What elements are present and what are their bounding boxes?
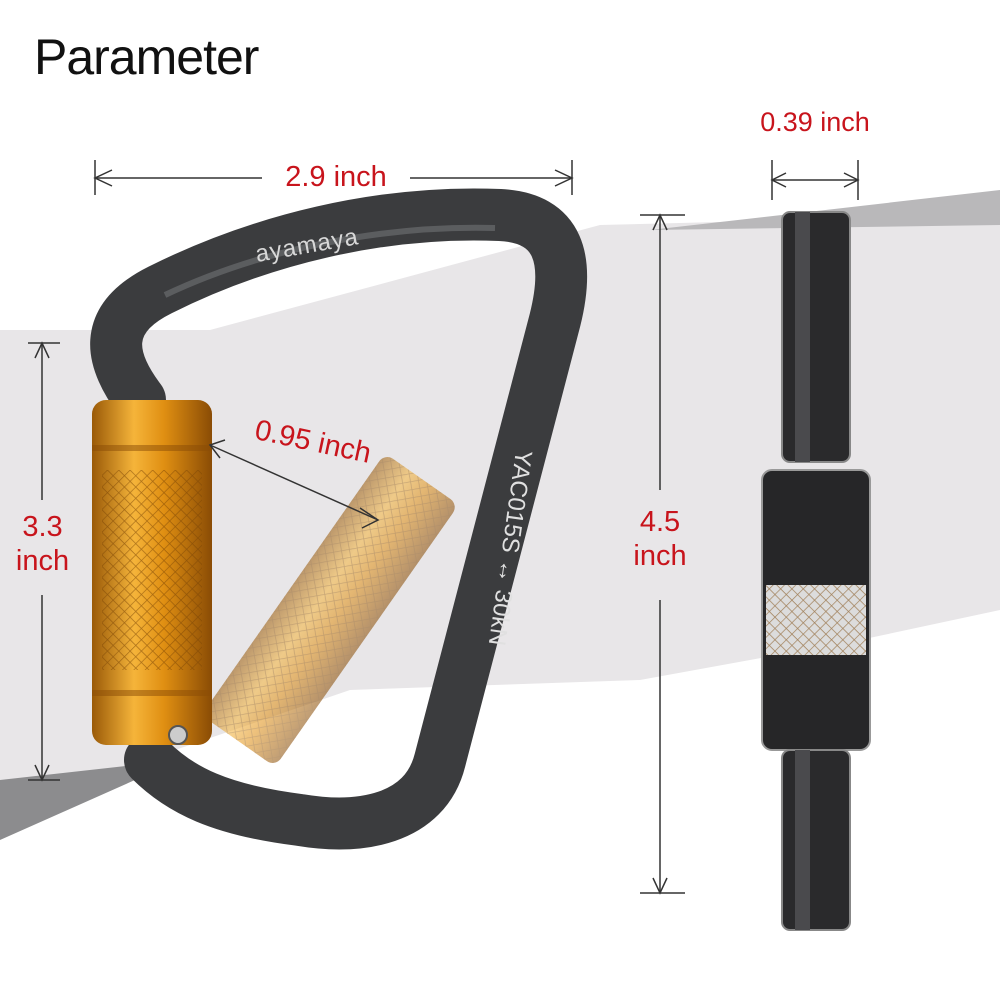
height-value: 4.5 [639,506,681,538]
width-label: 2.9 inch [285,161,387,193]
dimension-lines [28,160,860,895]
page-title: Parameter [34,29,259,85]
side-view-carabiner [761,211,871,931]
depth-label: 0.39 inch [760,107,870,137]
locking-gate [92,400,212,745]
inner-height-unit: inch [15,545,70,577]
inner-height-value: 3.3 [22,511,63,543]
carabiner-body [90,188,588,850]
inner-height-label: 3.3 inch [5,510,80,578]
arrow-icon: ↔ [490,557,522,592]
open-gate-ghost [205,457,455,763]
height-unit: inch [633,540,687,572]
height-label: 4.5 inch [620,505,700,573]
